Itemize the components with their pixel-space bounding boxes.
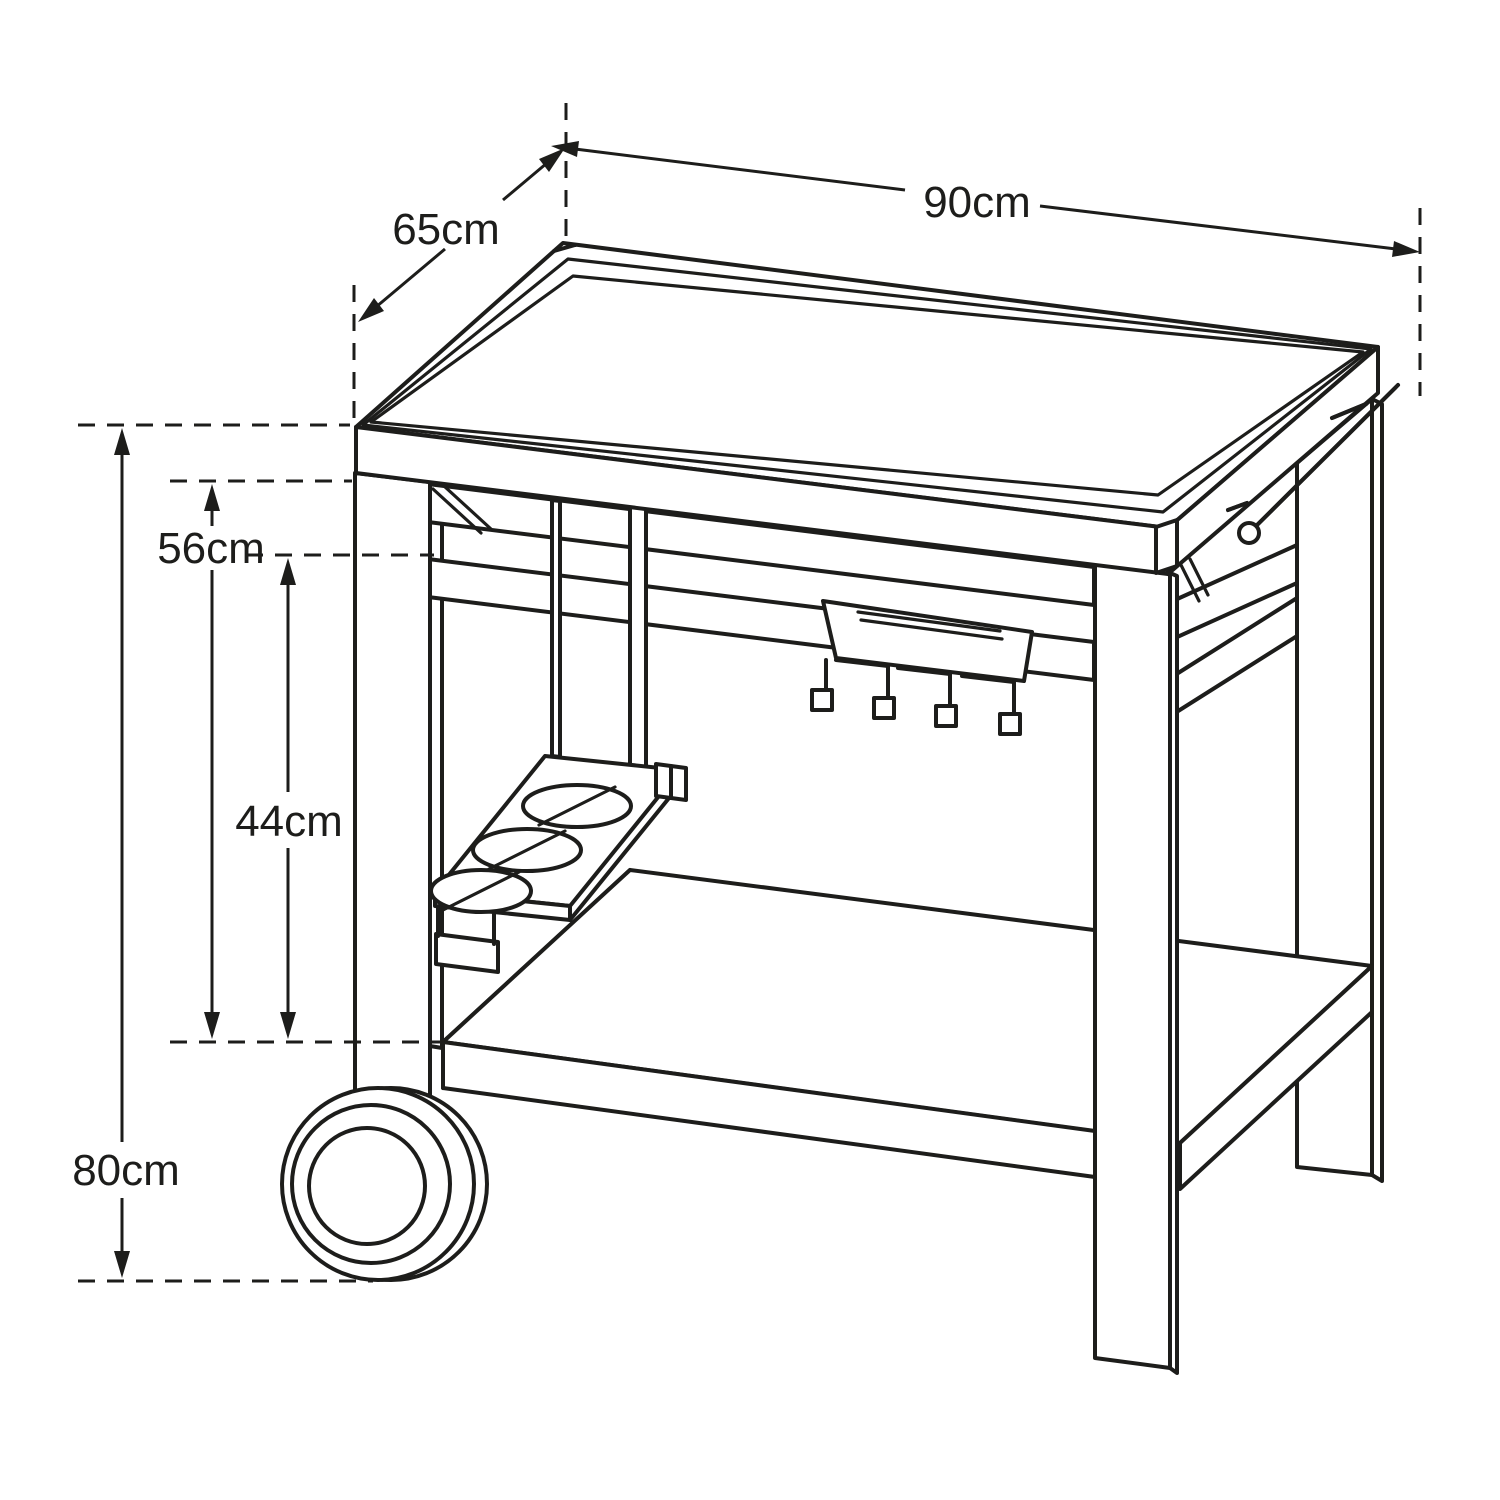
dimension-label-44cm: 44cm	[235, 797, 343, 846]
dimension-44cm	[280, 558, 296, 1039]
dimension-label-56cm: 56cm	[157, 524, 265, 573]
dimension-65cm	[358, 148, 565, 322]
push-handle	[1226, 383, 1400, 545]
front-left-leg	[353, 471, 432, 1192]
dimension-90cm	[551, 141, 1420, 257]
hook-3	[934, 704, 958, 728]
hook-1	[810, 688, 834, 712]
dimension-80cm	[114, 428, 130, 1278]
hook-2	[872, 696, 896, 720]
hook-4	[998, 712, 1022, 736]
dimension-label-65cm: 65cm	[392, 205, 500, 254]
wheel-hub	[307, 1126, 427, 1246]
bottom-shelf	[441, 868, 1374, 1191]
hook-rail	[810, 599, 1034, 736]
tabletop	[354, 241, 1380, 576]
bottle-holder	[429, 754, 688, 974]
dimension-annotations	[78, 103, 1422, 1283]
dimension-label-90cm: 90cm	[923, 178, 1031, 227]
front-right-leg	[1093, 557, 1210, 1375]
dimension-label-80cm: 80cm	[72, 1146, 180, 1195]
wheel	[280, 1086, 489, 1282]
trolley-drawing	[280, 241, 1400, 1375]
dimension-56cm	[204, 484, 220, 1039]
